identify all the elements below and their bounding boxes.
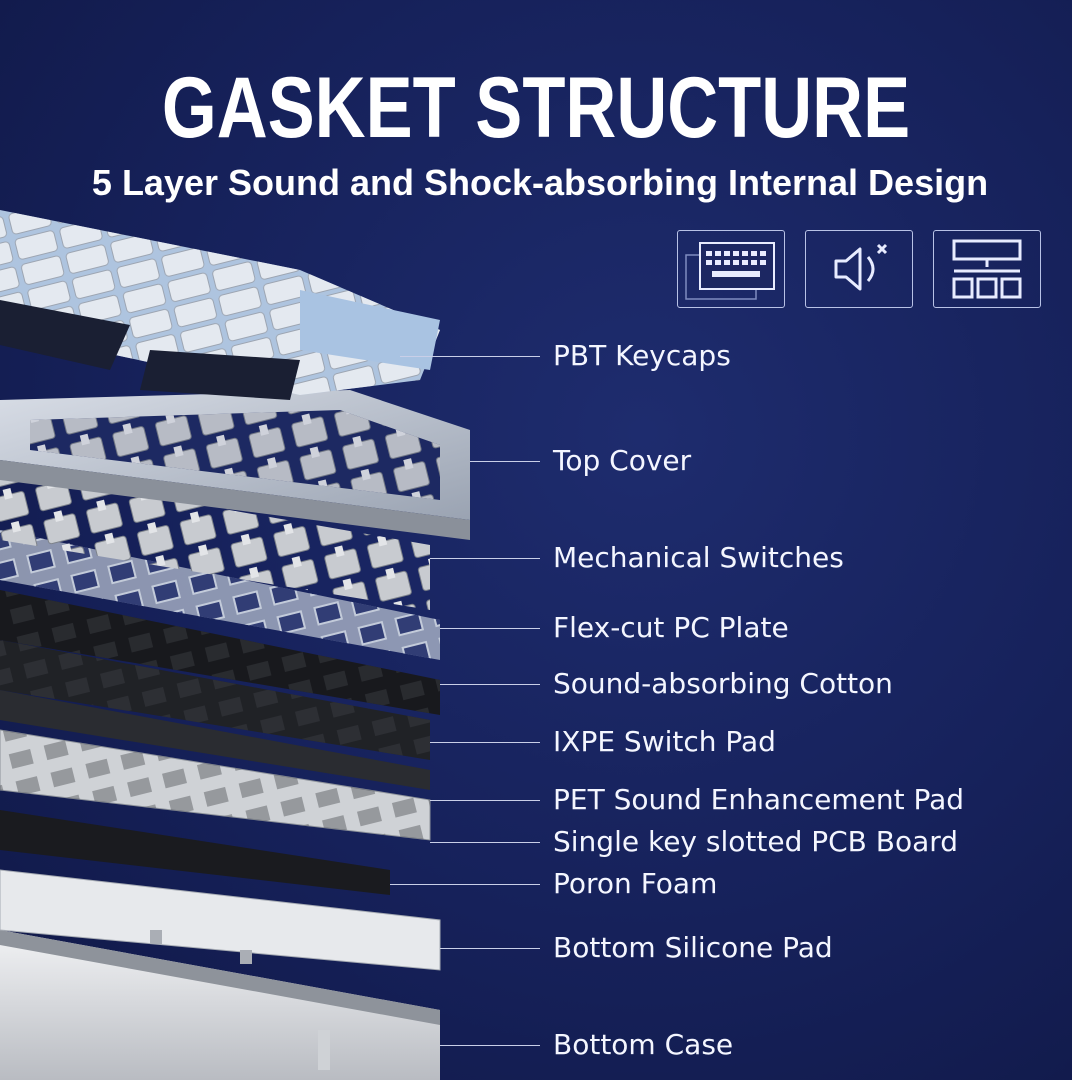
pcb-board-illustration (0, 729, 431, 841)
layer-label-silicone-pad: Bottom Silicone Pad (553, 931, 833, 964)
layer-label-poron-foam: Poron Foam (553, 867, 718, 900)
leader-line (390, 884, 540, 885)
layer-label-pet-pad: PET Sound Enhancement Pad (553, 783, 965, 816)
switches-illustration (0, 470, 430, 610)
bottom-case-illustration (0, 930, 440, 1080)
ixpe-pad-illustration (0, 640, 430, 760)
leader-line (470, 461, 540, 462)
keycaps-illustration (0, 210, 440, 400)
leader-line (430, 742, 540, 743)
layout-structure-icon (933, 230, 1041, 308)
page-title: GASKET STRUCTURE (161, 60, 911, 156)
layer-label-mechanical-switches: Mechanical Switches (553, 541, 844, 574)
leader-line (430, 800, 540, 801)
poron-foam-illustration (0, 810, 390, 895)
layer-label-cotton: Sound-absorbing Cotton (553, 667, 893, 700)
layer-label-ixpe-pad: IXPE Switch Pad (553, 725, 776, 758)
layer-label-bottom-case: Bottom Case (553, 1028, 734, 1061)
keyboard-icon (677, 230, 785, 308)
layer-label-pc-plate: Flex-cut PC Plate (553, 611, 789, 644)
leader-line (400, 356, 540, 357)
leader-line (440, 684, 540, 685)
bottom-silicone-pad-illustration (0, 869, 441, 971)
pet-pad-illustration (0, 690, 430, 790)
leader-line (440, 628, 540, 629)
cotton-illustration (0, 590, 440, 715)
speaker-mute-icon (805, 230, 913, 308)
leader-line (430, 842, 540, 843)
layer-label-pbt-keycaps: PBT Keycaps (553, 339, 731, 372)
leader-line (440, 1045, 540, 1046)
pc-plate-illustration (0, 530, 440, 660)
top-cover-illustration (0, 390, 470, 540)
leader-line (430, 558, 540, 559)
layer-label-top-cover: Top Cover (553, 444, 692, 477)
page-subtitle: 5 Layer Sound and Shock-absorbing Intern… (91, 162, 989, 203)
layer-label-pcb-board: Single key slotted PCB Board (553, 825, 959, 858)
leader-line (440, 948, 540, 949)
